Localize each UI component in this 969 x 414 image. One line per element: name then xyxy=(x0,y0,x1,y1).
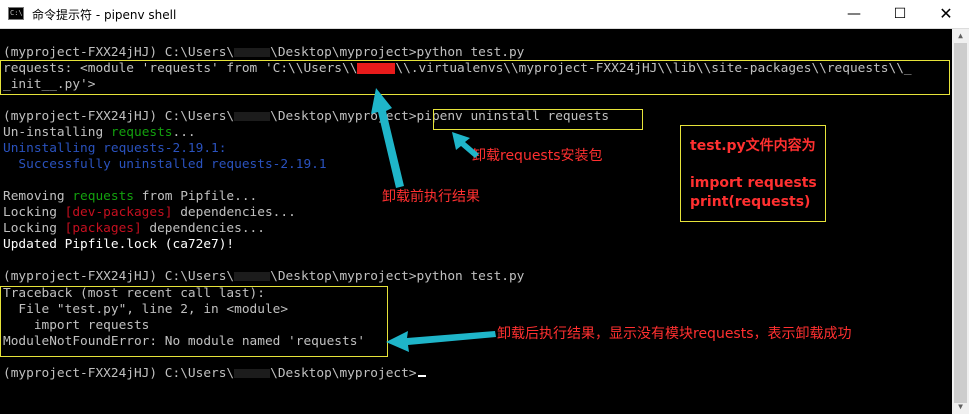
scroll-up-icon[interactable]: ▲ xyxy=(958,31,963,40)
text: Un-installing xyxy=(3,125,111,140)
text: Locking xyxy=(3,221,65,236)
note-title: test.py文件内容为 xyxy=(690,138,816,154)
output-text-2: \\.virtualenvs\\myproject-FXX24jHJ\\lib\… xyxy=(395,61,912,76)
console-line-error: ModuleNotFoundError: No module named 're… xyxy=(3,334,366,349)
scroll-thumb[interactable] xyxy=(954,43,967,403)
maximize-button[interactable]: ☐ xyxy=(893,6,907,22)
text: dependencies... xyxy=(141,221,265,236)
console-line-prompt-1: (myproject-FXX24jHJ) C:\Users\ \Desktop\m… xyxy=(3,45,524,61)
text: from Pipfile... xyxy=(133,189,258,204)
after-result-highlight xyxy=(0,286,388,357)
text: Removing xyxy=(3,189,73,204)
prompt-path: \Desktop\myproject> xyxy=(270,366,417,381)
redacted-username xyxy=(234,48,271,57)
console-line-updated-lock: Updated Pipfile.lock (ca72e7)! xyxy=(3,237,235,252)
console-line-uninstalling: Un-installing requests... xyxy=(3,125,196,141)
test-file-note: test.py文件内容为 import requests print(reque… xyxy=(680,125,826,222)
console-line-removing: Removing requests from Pipfile... xyxy=(3,189,257,205)
prompt-text: (myproject-FXX24jHJ) C:\Users\ xyxy=(3,269,235,284)
console-line-traceback-file: File "test.py", line 2, in <module> xyxy=(3,302,289,317)
console-line-locking-packages: Locking [packages] dependencies... xyxy=(3,221,265,237)
prompt-text: (myproject-FXX24jHJ) C:\Users\ xyxy=(3,109,235,124)
redacted-username xyxy=(234,369,271,378)
redacted-username xyxy=(234,112,271,121)
prompt-path: \Desktop\myproject> xyxy=(270,109,417,124)
note-code-line-2: print(requests) xyxy=(690,194,811,210)
console-line-uninstalling-version: Uninstalling requests-2.19.1: xyxy=(3,141,227,156)
console-line-locking-dev: Locking [dev-packages] dependencies... xyxy=(3,205,296,221)
uninstall-command: pipenv uninstall requests xyxy=(416,109,610,124)
prompt-command: \Desktop\myproject>python test.py xyxy=(270,45,525,60)
title-bar[interactable]: C:\ 命令提示符 - pipenv shell — ☐ ✕ xyxy=(0,0,969,29)
text: dependencies... xyxy=(172,205,296,220)
prompt-command: \Desktop\myproject>python test.py xyxy=(270,269,525,284)
redacted-username-red xyxy=(357,63,396,74)
console-line-success: Successfully uninstalled requests-2.19.1 xyxy=(3,157,327,172)
console-line-output-1: requests: <module 'requests' from 'C:\\U… xyxy=(3,61,912,77)
console-line-traceback: Traceback (most recent call last): xyxy=(3,286,265,301)
console-line-output-2: _init__.py'> xyxy=(3,77,96,92)
close-button[interactable]: ✕ xyxy=(939,4,953,23)
text: Locking xyxy=(3,205,65,220)
before-result-highlight xyxy=(0,60,950,95)
redacted-username xyxy=(234,272,271,281)
vertical-scrollbar[interactable]: ▲ ▼ xyxy=(952,29,969,414)
uninstall-command-highlight xyxy=(433,109,643,130)
console-line-traceback-import: import requests xyxy=(3,318,150,333)
before-result-annotation: 卸载前执行结果 xyxy=(382,189,480,205)
window-title: 命令提示符 - pipenv shell xyxy=(32,8,177,22)
package-name: requests xyxy=(72,189,134,204)
section-name: [packages] xyxy=(64,221,142,236)
package-name: requests xyxy=(110,125,173,140)
note-code-line-1: import requests xyxy=(690,175,817,191)
section-name: [dev-packages] xyxy=(64,205,173,220)
uninstall-annotation: 卸载requests安装包 xyxy=(472,148,603,164)
after-result-annotation: 卸载后执行结果，显示没有模块requests，表示卸载成功 xyxy=(497,326,852,342)
scroll-down-icon[interactable]: ▼ xyxy=(958,402,963,411)
output-text: requests: <module 'requests' from 'C:\\U… xyxy=(3,61,358,76)
console-line-prompt-3: (myproject-FXX24jHJ) C:\Users\ \Desktop\m… xyxy=(3,269,524,285)
console-line-prompt-4[interactable]: (myproject-FXX24jHJ) C:\Users\ \Desktop\m… xyxy=(3,366,426,382)
text-cursor xyxy=(417,375,426,377)
cmd-app-icon: C:\ xyxy=(8,7,24,20)
minimize-button[interactable]: — xyxy=(847,6,861,22)
text: ... xyxy=(172,125,196,140)
prompt-text: (myproject-FXX24jHJ) C:\Users\ xyxy=(3,45,235,60)
prompt-text: (myproject-FXX24jHJ) C:\Users\ xyxy=(3,366,235,381)
